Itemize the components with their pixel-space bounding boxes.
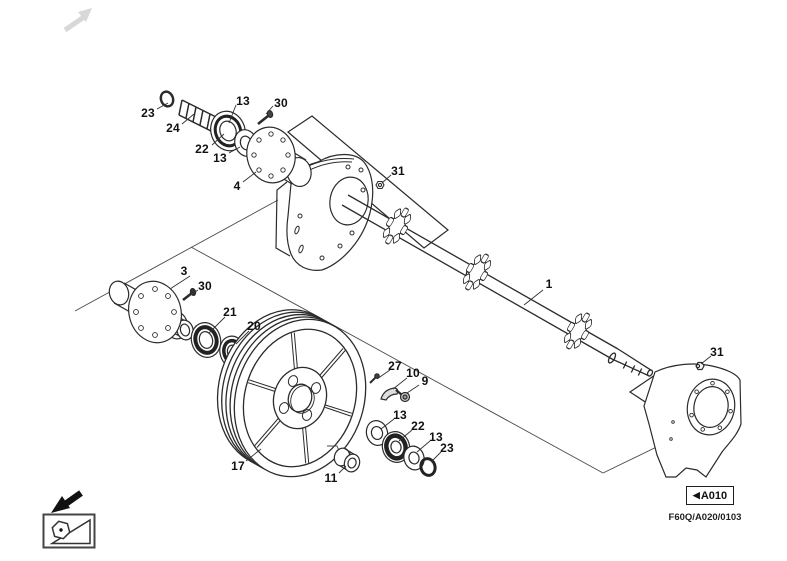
grease-fitting-27 — [369, 373, 380, 384]
leader-lines — [156, 102, 712, 474]
part-label-22: 22 — [195, 142, 209, 156]
part-label-27: 27 — [388, 359, 402, 373]
part-label-24: 24 — [166, 121, 180, 135]
part-label-21: 21 — [223, 305, 237, 319]
hub-4 — [246, 126, 312, 188]
o-ring-23 — [159, 90, 175, 108]
part-label-31-right: 31 — [710, 345, 724, 359]
part-label-17: 17 — [231, 459, 245, 473]
part-label-13-a: 13 — [393, 408, 407, 422]
part-label-23-lower: 23 — [440, 441, 454, 455]
part-label-4: 4 — [233, 179, 241, 193]
sprocket — [457, 248, 497, 296]
clamp-10 — [380, 387, 399, 401]
part-label-20: 20 — [247, 319, 261, 333]
part-label-9: 9 — [421, 374, 429, 388]
part-label-22-lower: 22 — [411, 419, 425, 433]
bolt-9 — [395, 389, 411, 403]
part-label-11: 11 — [324, 471, 338, 485]
bushing-11 — [327, 445, 361, 473]
part-label-31-left: 31 — [391, 164, 405, 178]
bolt-30-upper — [257, 109, 274, 126]
part-label-3: 3 — [180, 264, 188, 278]
part-label-1: 1 — [545, 277, 553, 291]
upper-hub-parts — [159, 90, 312, 188]
faint-direction-arrow-icon — [63, 8, 92, 33]
part-label-13-upper: 13 — [213, 151, 227, 165]
machine-orientation-icon — [42, 513, 96, 549]
figure-reference-code: F60Q/A020/0103 — [668, 512, 742, 523]
lower-right-parts — [365, 373, 437, 477]
back-arrow-icon: ◀ — [692, 490, 700, 500]
bearing-21 — [190, 322, 222, 358]
part-label-30-upper: 30 — [274, 96, 288, 110]
o-ring-23-lower — [419, 457, 437, 477]
view-direction-arrow-icon — [51, 490, 83, 513]
part-label-23: 23 — [141, 106, 155, 120]
left-bracket-plate — [275, 153, 374, 271]
nav-reference-a010[interactable]: ◀ A010 — [686, 486, 734, 505]
washer-13-b — [403, 445, 425, 471]
right-bearing-plate — [628, 361, 742, 478]
nut-31-left — [375, 180, 385, 190]
hub-3 — [108, 280, 194, 344]
part-label-13-top: 13 — [236, 94, 250, 108]
part-label-13-b: 13 — [429, 430, 443, 444]
lower-hub-parts — [108, 280, 247, 369]
part-label-30-lower: 30 — [198, 279, 212, 293]
part-label-10: 10 — [406, 366, 420, 380]
pulley-spokes — [247, 332, 353, 464]
belt-pulley-17 — [216, 309, 367, 478]
bearing-22-lower — [381, 431, 411, 463]
nav-reference-code: A010 — [700, 489, 728, 502]
washer-13-a — [365, 420, 389, 446]
bolt-30-lower — [182, 287, 197, 302]
